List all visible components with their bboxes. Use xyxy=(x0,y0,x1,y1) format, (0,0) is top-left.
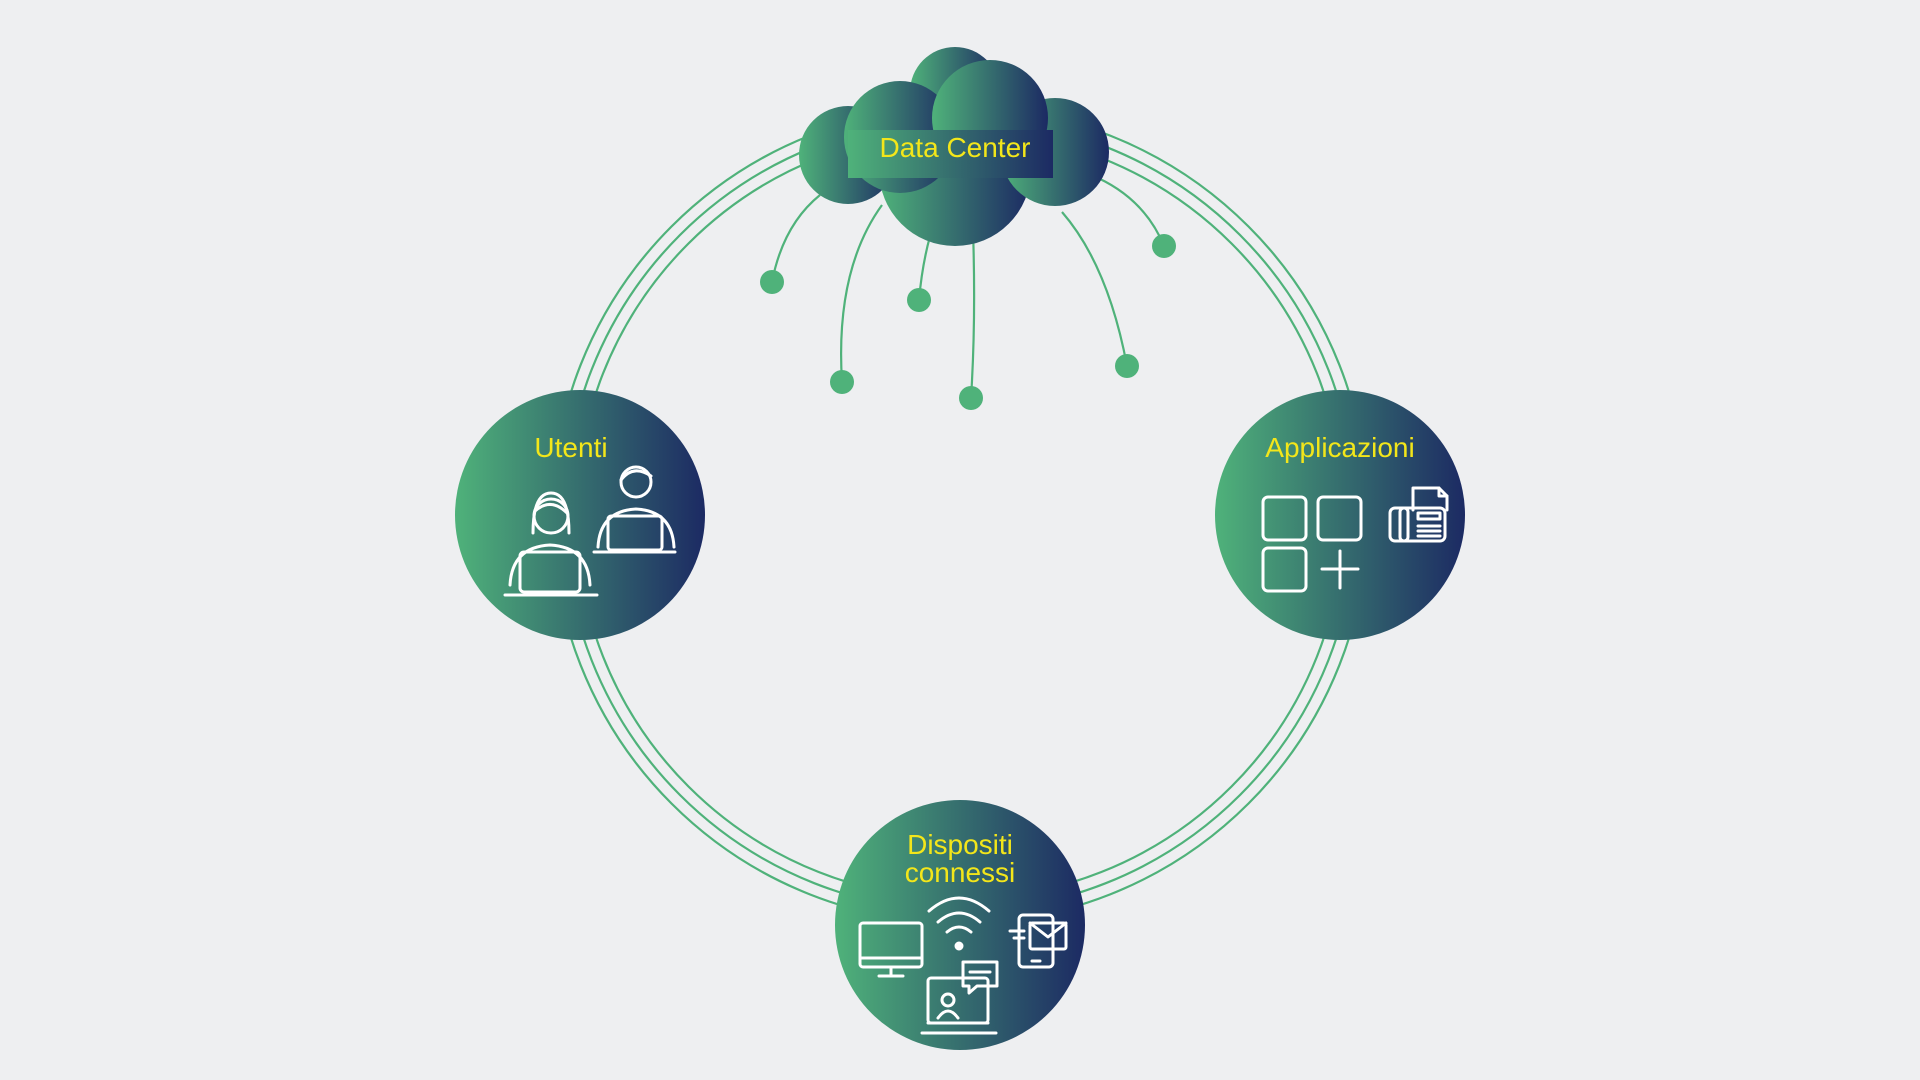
connector-line xyxy=(770,194,821,283)
mobile-mail-icon xyxy=(1008,913,1068,969)
connector-dot xyxy=(830,370,854,394)
wifi-icon xyxy=(927,896,991,951)
connector-dot xyxy=(907,288,931,312)
applicazioni-node: Applicazioni xyxy=(1215,390,1465,640)
applicazioni-label: Applicazioni xyxy=(1265,432,1414,463)
dispositivi-label-line1: Dispositi xyxy=(907,829,1013,860)
monitor-icon xyxy=(858,921,924,978)
connector-dot xyxy=(1115,354,1139,378)
connector-dot xyxy=(760,270,784,294)
app-grid-icon xyxy=(1261,495,1363,593)
data-center-node: Data Center xyxy=(799,47,1109,246)
connector-line xyxy=(840,204,883,383)
dispositivi-label-line2: connessi xyxy=(905,857,1016,888)
connector-dot xyxy=(959,386,983,410)
dispositivi-node: Dispositi connessi xyxy=(835,800,1085,1050)
utenti-node: Utenti xyxy=(455,390,705,640)
connector-dots xyxy=(760,234,1176,410)
laptop-chat-icon xyxy=(920,960,999,1035)
connector-line xyxy=(1061,211,1129,367)
connector-line xyxy=(1097,177,1166,247)
cloud-icon xyxy=(799,47,1109,246)
connector-dot xyxy=(1152,234,1176,258)
data-center-label: Data Center xyxy=(880,132,1031,163)
users-at-laptops-icon xyxy=(503,465,677,597)
connector-line xyxy=(969,229,976,399)
fax-machine-icon xyxy=(1388,486,1449,543)
utenti-label: Utenti xyxy=(534,432,607,463)
